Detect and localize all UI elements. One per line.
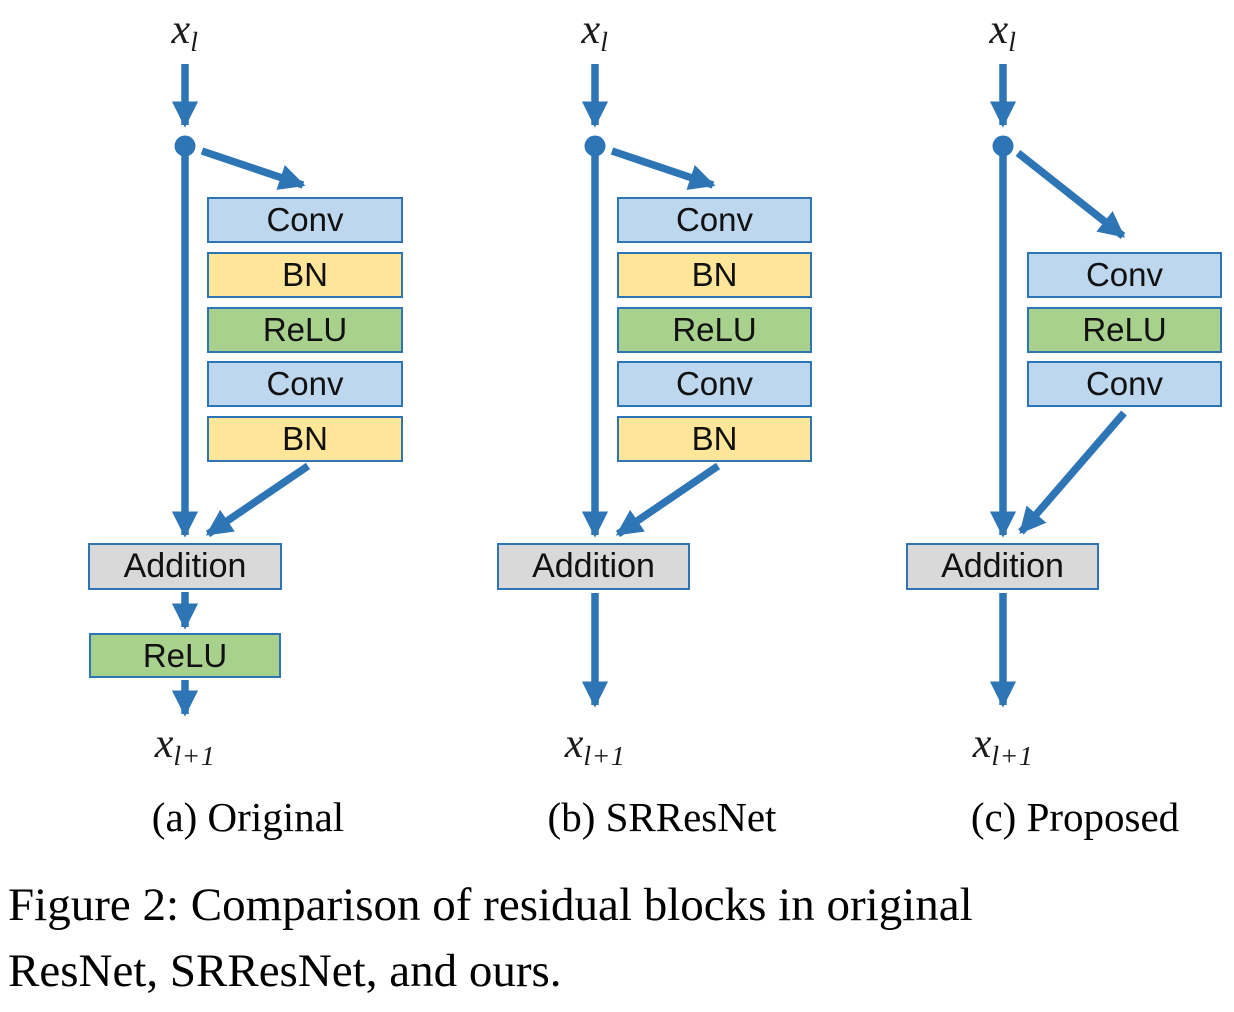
col-b-input-label: xl: [525, 6, 665, 58]
col-a-addition-block: Addition: [88, 543, 282, 590]
col-a-output-base: x: [154, 721, 174, 767]
col-a-block-conv-1: Conv: [207, 197, 403, 243]
col-b-output-label: xl+1: [515, 720, 675, 772]
col-c-input-sub: l: [1008, 25, 1017, 57]
col-b-block-relu-1: ReLU: [617, 307, 812, 353]
col-b-input-base: x: [581, 7, 601, 53]
figure-caption-line1: Figure 2: Comparison of residual blocks …: [8, 879, 973, 931]
col-a-branch-out-arrow: [200, 147, 306, 190]
col-a-input-sub: l: [190, 25, 199, 57]
col-b-caption: (b) SRResNet: [547, 794, 777, 840]
col-b-branch-in-arrow: [615, 462, 721, 538]
col-a-block-conv-2: Conv: [207, 361, 403, 407]
col-a-block-bn-2: BN: [207, 416, 403, 462]
col-c-input-label: xl: [933, 6, 1073, 58]
col-a-caption: (a) Original: [151, 794, 345, 840]
col-c-input-base: x: [989, 7, 1009, 53]
col-b-block-bn-2: BN: [617, 416, 812, 462]
col-c-output-sub: l+1: [991, 739, 1034, 771]
col-b-block-conv-2: Conv: [617, 361, 812, 407]
col-c-branch-in-arrow: [1018, 410, 1127, 535]
col-a-output-label: xl+1: [105, 720, 265, 772]
col-b-branch-out-arrow: [610, 147, 716, 190]
col-b-addition-block: Addition: [497, 543, 690, 590]
figure-caption: Figure 2: Comparison of residual blocks …: [8, 872, 1218, 1004]
col-a-input-label: xl: [115, 6, 255, 58]
col-b-output-base: x: [564, 721, 584, 767]
col-b-input-sub: l: [600, 25, 609, 57]
col-a-input-base: x: [171, 7, 191, 53]
col-a-branch-in-arrow: [205, 462, 311, 538]
col-c-block-conv-2: Conv: [1027, 361, 1222, 407]
col-a-block-bn-1: BN: [207, 252, 403, 298]
col-a-block-relu-1: ReLU: [207, 307, 403, 353]
col-c-block-conv-1: Conv: [1027, 252, 1222, 298]
col-b-output-sub: l+1: [583, 739, 626, 771]
col-c-block-relu-1: ReLU: [1027, 307, 1222, 353]
col-c-output-label: xl+1: [923, 720, 1083, 772]
col-a-output-sub: l+1: [173, 739, 216, 771]
col-b-block-conv-1: Conv: [617, 197, 812, 243]
connector-arrows-layer: [171, 64, 1127, 717]
col-c-output-base: x: [972, 721, 992, 767]
col-c-branch-out-arrow: [1015, 150, 1126, 239]
col-c-addition-block: Addition: [906, 543, 1099, 590]
figure-caption-line2: ResNet, SRResNet, and ours.: [8, 945, 562, 997]
col-a-post-relu-block: ReLU: [89, 633, 281, 678]
col-b-block-bn-1: BN: [617, 252, 812, 298]
col-c-caption: (c) Proposed: [970, 794, 1180, 840]
